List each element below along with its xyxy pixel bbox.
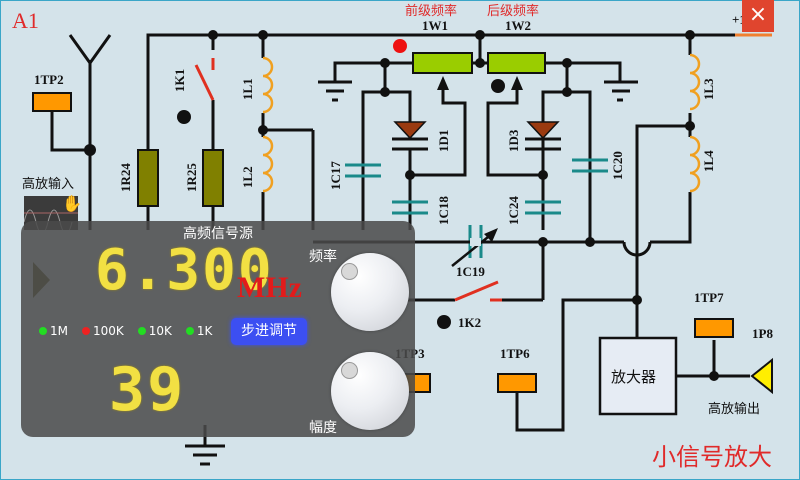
inductor-1l4	[689, 135, 701, 193]
label-1tp7: 1TP7	[694, 290, 724, 305]
sheet-id: A1	[12, 8, 39, 33]
diode-1d3	[525, 121, 561, 151]
resistor-1r24	[137, 149, 159, 207]
label-pot1-caption: 前级频率	[405, 3, 457, 19]
step-option-10k[interactable]: 10K	[137, 324, 172, 338]
label-1k2: 1K2	[458, 315, 481, 330]
label-pot2-caption: 后级频率	[487, 3, 539, 19]
label-1c20: 1C20	[610, 151, 625, 180]
step-option-1k[interactable]: 1K	[185, 324, 212, 338]
switch-1k1[interactable]	[194, 58, 215, 101]
label-1c19: 1C19	[456, 264, 485, 279]
step-option-100k[interactable]: 100K	[82, 324, 124, 338]
step-indicator-icon	[185, 327, 194, 335]
label-1r24: 1R24	[118, 163, 133, 192]
capacitor-1c20	[572, 158, 608, 173]
label-1l3: 1L3	[701, 78, 716, 100]
inductor-1l2	[262, 135, 274, 193]
knob-indicator-icon	[341, 263, 358, 280]
capacitor-1c18	[392, 200, 428, 215]
frequency-unit: MHz	[237, 271, 302, 304]
hand-cursor-icon: ✋	[62, 194, 82, 213]
label-1w2: 1W2	[505, 18, 531, 33]
step-indicator-icon	[82, 327, 90, 335]
label-1l2: 1L2	[240, 166, 255, 188]
knob-indicator-icon	[341, 362, 358, 379]
label-1l1: 1L1	[240, 78, 255, 100]
amplitude-display: 39	[109, 355, 186, 425]
label-1d3: 1D3	[506, 129, 521, 152]
test-point-1tp7[interactable]	[694, 318, 734, 338]
indicator-led-red	[393, 39, 407, 53]
label-1c17: 1C17	[328, 161, 343, 190]
amplitude-knob-label: 幅度	[309, 420, 337, 436]
input-label: 高放输入	[22, 176, 74, 192]
label-1p8: 1P8	[752, 326, 773, 341]
step-selector: 1M 100K 10K 1K	[39, 324, 212, 338]
variable-arrow-1c19	[451, 228, 498, 267]
page-title: 小信号放大	[652, 443, 772, 471]
label-1w1: 1W1	[422, 18, 448, 33]
close-button[interactable]: ×	[742, 0, 774, 32]
step-indicator-icon	[137, 327, 146, 335]
signal-generator-panel: 高频信号源 6.300 MHz 1M 100K 10K 1K 步进调节 39 频…	[21, 221, 415, 437]
wire-tp2	[50, 105, 90, 152]
amplifier-block	[598, 336, 678, 416]
k1-contact-dot	[177, 110, 191, 124]
frequency-knob-label: 频率	[309, 249, 337, 265]
label-1c24: 1C24	[506, 196, 521, 225]
k2-contact-dot	[437, 315, 451, 329]
step-indicator-icon	[39, 327, 47, 335]
switch-1k2[interactable]	[454, 280, 502, 302]
resistor-1r25	[202, 149, 224, 207]
close-icon: ×	[748, 2, 768, 27]
frequency-display: 6.300	[95, 238, 274, 303]
potentiometer-1w2[interactable]	[487, 52, 546, 74]
step-adjust-button[interactable]: 步进调节	[231, 318, 307, 345]
amplitude-knob[interactable]	[331, 352, 409, 430]
label-1r25: 1R25	[184, 163, 199, 192]
potentiometer-1w1[interactable]	[412, 52, 473, 74]
antenna-icon	[68, 34, 112, 64]
amplifier-label: 放大器	[611, 368, 656, 386]
label-1k1: 1K1	[172, 69, 187, 92]
signal-generator-title: 高频信号源	[183, 226, 253, 242]
test-point-1tp6[interactable]	[497, 373, 537, 393]
label-1tp6: 1TP6	[500, 346, 530, 361]
output-label: 高放输出	[708, 401, 760, 417]
capacitor-1c17	[345, 163, 381, 178]
diode-1d1	[392, 121, 428, 151]
test-point-1tp2[interactable]	[32, 92, 72, 112]
label-1l4: 1L4	[701, 150, 716, 172]
output-port-1p8[interactable]	[750, 357, 773, 395]
label-1tp2: 1TP2	[34, 72, 64, 87]
inductor-1l3	[689, 53, 701, 111]
inductor-1l1	[262, 56, 274, 114]
label-1c18: 1C18	[436, 196, 451, 225]
capacitor-1c24	[525, 200, 561, 215]
frequency-knob[interactable]	[331, 253, 409, 331]
label-1d1: 1D1	[436, 130, 451, 152]
step-option-1m[interactable]: 1M	[39, 324, 68, 338]
